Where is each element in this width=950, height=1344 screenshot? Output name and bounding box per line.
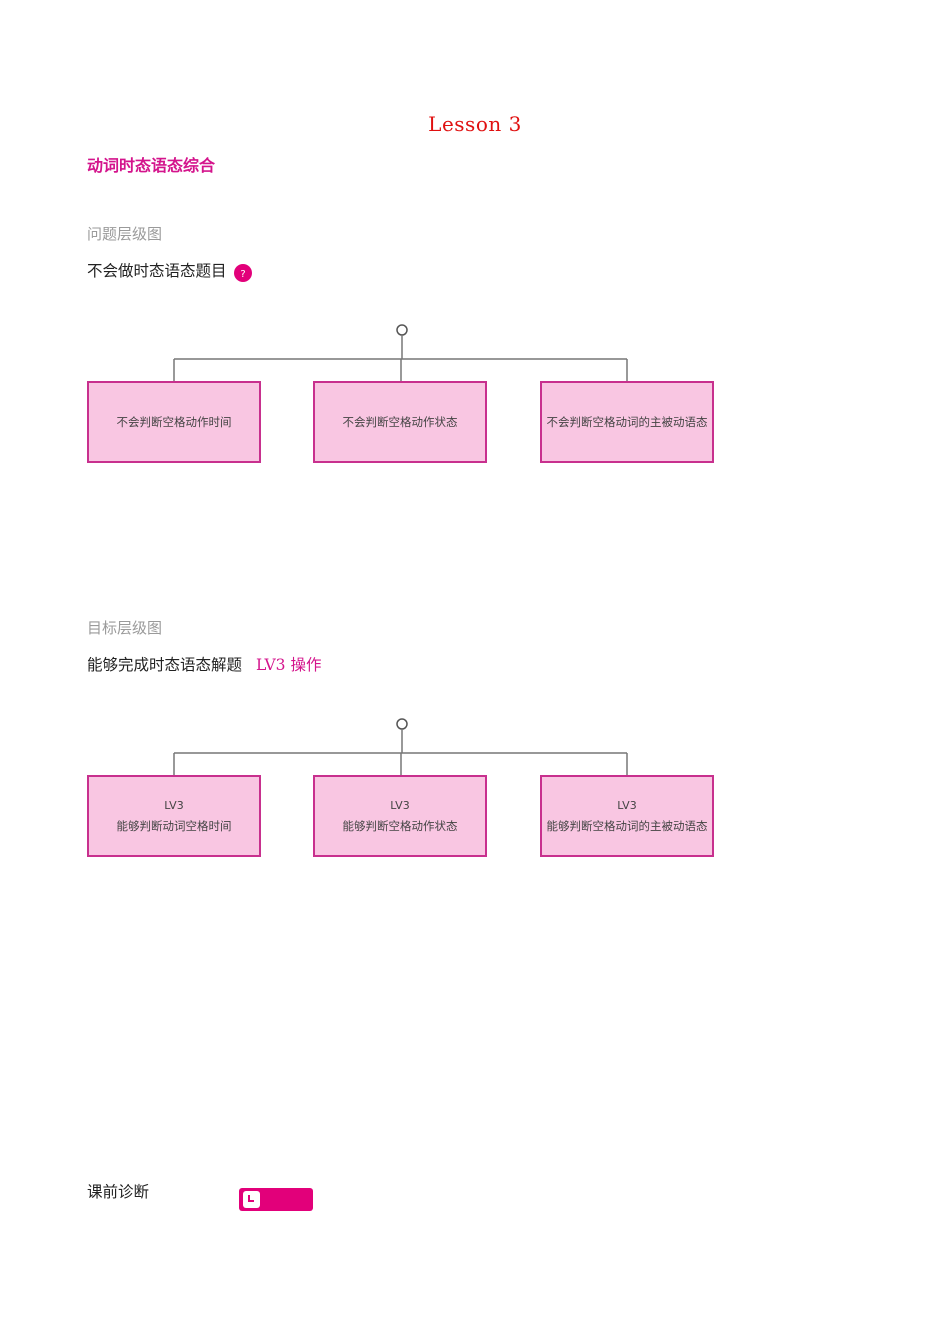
goal-box-level: LV3 — [164, 799, 184, 812]
problem-tree-connector — [173, 324, 628, 382]
problem-box-time: 不会判断空格动作时间 — [87, 381, 261, 463]
problem-box-text: 不会判断空格动作状态 — [342, 415, 458, 429]
goal-box-voice: LV3 能够判断空格动词的主被动语态 — [540, 775, 714, 857]
goal-box-text: 能够判断空格动词的主被动语态 — [546, 819, 708, 833]
clock-icon — [243, 1191, 260, 1208]
goal-box-level: LV3 — [390, 799, 410, 812]
problem-statement: 不会做时态语态题目 — [87, 262, 227, 280]
goal-box-time: LV3 能够判断动词空格时间 — [87, 775, 261, 857]
goal-statement-text: 能够完成时态语态解题 — [87, 656, 243, 674]
problem-section-label: 问题层级图 — [87, 225, 163, 243]
lesson-subtitle: 动词时态语态综合 — [87, 156, 216, 175]
goal-box-level: LV3 — [617, 799, 637, 812]
question-badge-icon: ? — [234, 264, 252, 282]
clock-badge — [239, 1188, 313, 1211]
goal-statement: 能够完成时态语态解题 LV3 操作 — [87, 653, 321, 675]
goal-box-state: LV3 能够判断空格动作状态 — [313, 775, 487, 857]
goal-box-text: 能够判断空格动作状态 — [342, 819, 458, 833]
diagnosis-label: 课前诊断 — [87, 1183, 150, 1201]
goal-tree-connector — [173, 718, 628, 776]
goal-level-tag: LV3 操作 — [256, 656, 322, 674]
goal-box-text: 能够判断动词空格时间 — [116, 819, 232, 833]
problem-box-state: 不会判断空格动作状态 — [313, 381, 487, 463]
goal-section-label: 目标层级图 — [87, 619, 163, 637]
lesson-title: Lesson 3 — [428, 112, 522, 136]
problem-box-voice: 不会判断空格动词的主被动语态 — [540, 381, 714, 463]
problem-box-text: 不会判断空格动作时间 — [116, 415, 232, 429]
problem-box-text: 不会判断空格动词的主被动语态 — [546, 415, 708, 429]
